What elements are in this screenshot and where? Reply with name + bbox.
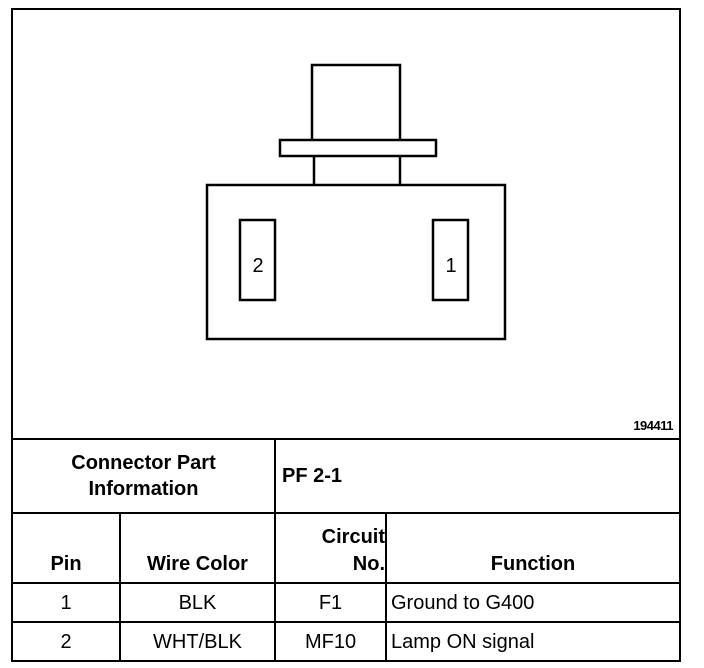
connector-flange — [278, 138, 438, 158]
row2-circuit-value: MF10 — [304, 630, 357, 653]
row1-wire-color: BLK — [121, 584, 274, 621]
table-top-border — [13, 438, 679, 440]
row1-function: Ground to G400 — [387, 584, 679, 621]
header-function: Function — [387, 514, 679, 582]
row2-function-value: Lamp ON signal — [391, 630, 535, 653]
row1-circuit: F1 — [276, 584, 385, 621]
header-circuit-no: Circuit No. — [276, 514, 385, 582]
header-pin-label: Pin — [50, 553, 82, 575]
part-number: PF 2-1 — [282, 465, 343, 487]
connector-face-diagram: 2 1 — [205, 63, 507, 341]
pin-cavity-1 — [431, 218, 470, 302]
row1-divider — [13, 621, 679, 623]
row1-wire-color-value: BLK — [178, 591, 217, 614]
connector-part-info-label: Connector Part Information — [13, 440, 274, 512]
row2-pin: 2 — [13, 623, 119, 660]
header-circuit-label-line1: Circuit — [321, 526, 385, 548]
connector-latch — [310, 63, 402, 143]
header-wire-color: Wire Color — [121, 514, 274, 582]
row1-pin-value: 1 — [60, 591, 72, 614]
figure-number: 194411 — [633, 418, 673, 433]
pin-cavity-2 — [238, 218, 277, 302]
connector-body — [205, 183, 507, 341]
row1-pin: 1 — [13, 584, 119, 621]
row1-function-value: Ground to G400 — [391, 591, 535, 614]
connector-part-info-value: PF 2-1 — [276, 440, 679, 512]
row2-wire-color: WHT/BLK — [121, 623, 274, 660]
connector-diagram-frame: 2 1 194411 Connector Part Information PF… — [11, 8, 681, 662]
column-divider-circuit-left — [274, 438, 276, 660]
row1-circuit-value: F1 — [318, 591, 343, 614]
header-wire-color-label: Wire Color — [147, 553, 248, 575]
pin-label-2: 2 — [252, 255, 263, 277]
header-function-label: Function — [490, 553, 576, 575]
row2-circuit: MF10 — [276, 623, 385, 660]
info-row-divider — [13, 512, 679, 514]
pin-label-1: 1 — [445, 255, 456, 277]
row2-pin-value: 2 — [60, 630, 72, 653]
connector-part-label-line2: Information — [88, 478, 199, 500]
connector-part-label-line1: Connector Part — [71, 452, 216, 474]
header-pin: Pin — [13, 514, 119, 582]
row2-function: Lamp ON signal — [387, 623, 679, 660]
header-circuit-label-line2: No. — [352, 553, 385, 575]
column-divider-pin — [119, 512, 121, 660]
row2-wire-color-value: WHT/BLK — [153, 630, 242, 653]
header-row-divider — [13, 582, 679, 584]
column-divider-function — [385, 512, 387, 660]
